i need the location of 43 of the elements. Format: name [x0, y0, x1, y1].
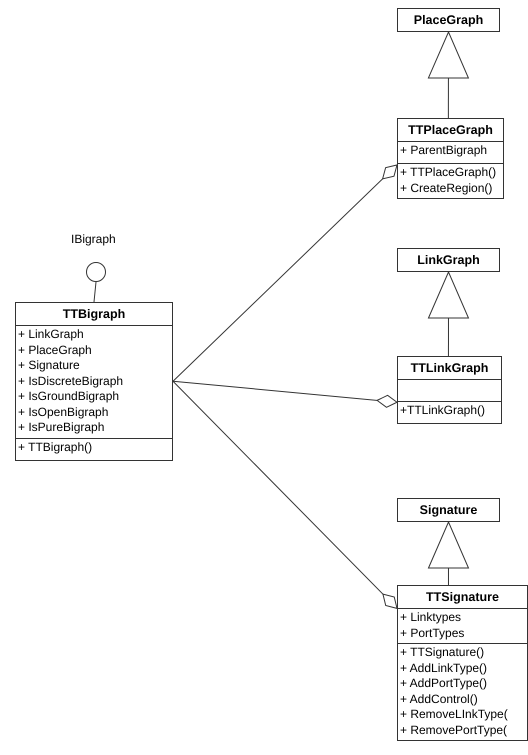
interface-name: IBigraph: [71, 232, 116, 246]
connector-line: [94, 282, 96, 302]
class-name: TTPlaceGraph: [407, 122, 494, 139]
class-box: [397, 248, 500, 272]
class-method: + TTPlaceGraph(): [399, 165, 498, 180]
class-method: + AddControl(): [399, 692, 479, 707]
aggregation-line: [172, 380, 398, 408]
class-attribute: + PlaceGraph: [17, 342, 93, 358]
class-name: PlaceGraph: [412, 12, 484, 29]
class-name: TTLinkGraph: [410, 360, 490, 377]
class-name: Signature: [418, 502, 478, 519]
class-attribute: + IsPureBigraph: [17, 420, 106, 436]
class-method: + TTBigraph(): [17, 440, 94, 455]
interface-lollipop: [86, 262, 106, 282]
class-method: + RemoveLInkType(: [399, 707, 509, 722]
class-attribute: + LinkGraph: [17, 327, 85, 342]
class-method: +TTLinkGraph(): [399, 403, 486, 418]
class-name: LinkGraph: [416, 252, 481, 269]
class-name: TTBigraph: [62, 306, 126, 323]
aggregation-line: [172, 164, 398, 382]
class-method: + RemovePortType(: [399, 722, 508, 738]
class-attribute: + Linktypes: [399, 610, 462, 626]
class-method: + TTSignature(): [399, 645, 486, 660]
class-box: [397, 118, 504, 199]
inheritance-arrow: [428, 272, 469, 356]
class-box: [397, 498, 500, 522]
class-method: + AddPortType(): [399, 676, 488, 692]
class-attribute: + IsOpenBigraph: [17, 404, 110, 420]
aggregation-line: [172, 380, 398, 609]
class-attribute: + IsDiscreteBigraph: [17, 374, 124, 389]
class-attribute: + IsGroundBigraph: [17, 389, 120, 404]
class-attribute: + Signature: [17, 358, 81, 374]
class-box: [15, 302, 173, 460]
inheritance-arrow: [428, 32, 469, 118]
inheritance-arrow: [428, 522, 469, 586]
class-name: TTSignature: [425, 589, 500, 606]
class-attribute: + PortTypes: [399, 626, 466, 641]
class-box: [397, 585, 528, 741]
class-method: + CreateRegion(): [399, 180, 494, 196]
class-method: + AddLinkType(): [399, 660, 488, 676]
class-box: [397, 8, 500, 32]
class-attribute: + ParentBigraph: [399, 143, 488, 158]
class-box: [397, 356, 502, 424]
